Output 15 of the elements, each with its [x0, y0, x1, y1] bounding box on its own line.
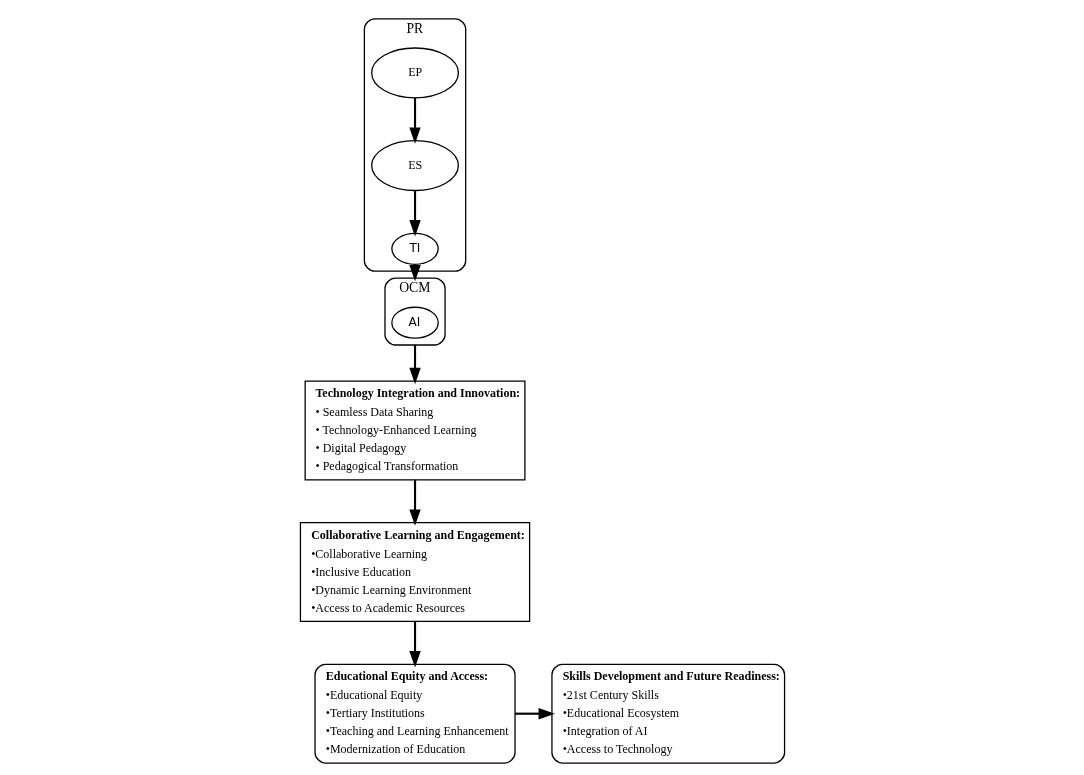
node-ellipse: TI [390, 232, 439, 265]
node-box: Educational Equity and Access: •Educational Equity •Tertiary Institutions •Teaching and Learning Enhancement •Modernization of Education [313, 663, 516, 764]
node-ellipse: ES [370, 140, 459, 192]
node-ellipse: EP [370, 47, 459, 99]
arrow [408, 264, 421, 282]
node-ellipse: AI [390, 306, 439, 339]
node-box: Technology Integration and Innovation: • Seamless Data Sharing • Technology-Enhanced Learning • Digital Pedagogy • Pedagogical Transformation [304, 380, 526, 481]
node-box: Skills Development and Future Readiness: •21st Century Skills •Educational Ecosystem •Integration of AI •Access to Technology [550, 663, 785, 764]
node-box: Collaborative Learning and Engagement: •Collaborative Learning •Inclusive Education •Dynamic Learning Environment •Access to Academic Resources [299, 522, 530, 623]
arrow [408, 479, 421, 526]
arrow [408, 621, 421, 668]
arrow [514, 707, 555, 720]
arrow [408, 97, 421, 144]
arrow [408, 190, 421, 237]
arrow [408, 345, 421, 385]
